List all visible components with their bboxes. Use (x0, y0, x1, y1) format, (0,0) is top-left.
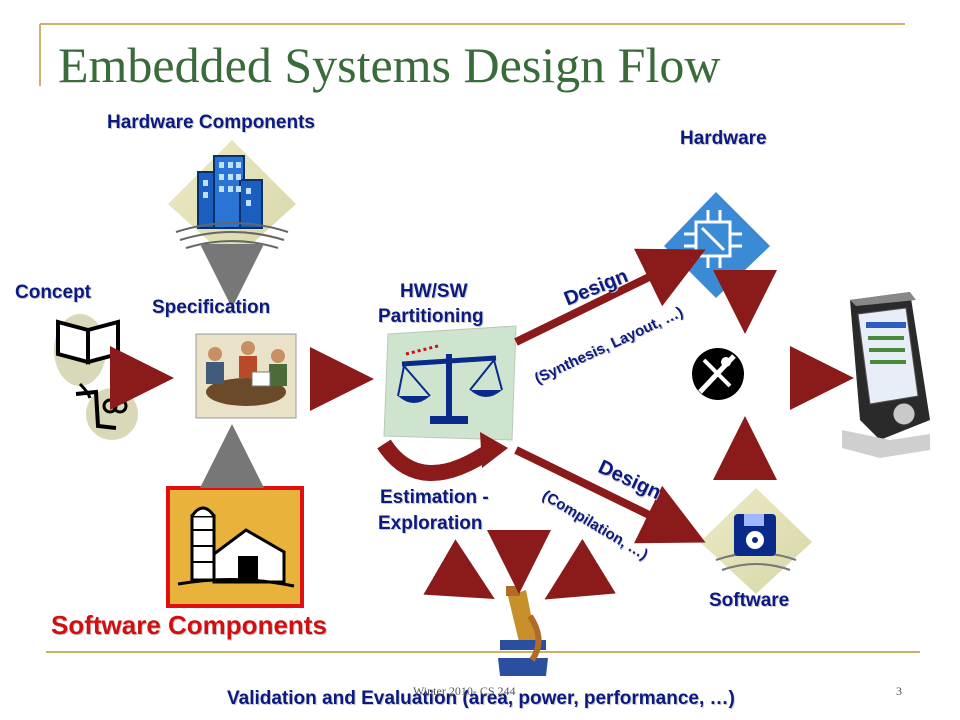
footer-course: Winter 2010- CS 244 (413, 684, 516, 698)
balance-scale-icon (383, 325, 517, 441)
hardware-components-label: Hardware Components (107, 112, 315, 133)
estimation-label-line2: Exploration (378, 513, 483, 534)
meeting-icon (195, 333, 297, 419)
barn-silo-icon (166, 486, 304, 608)
software-label: Software (709, 590, 790, 611)
slide-title: Embedded Systems Design Flow (58, 37, 721, 93)
tools-icon (692, 348, 744, 400)
estimation-loop-arrow (377, 432, 508, 481)
concept-label: Concept (15, 282, 91, 303)
software-components-label: Software Components (51, 610, 327, 640)
specification-label: Specification (152, 297, 271, 318)
estimation-label-line1: Estimation - (380, 487, 489, 508)
hwsw-label-line2: Partitioning (378, 306, 484, 327)
microscope-icon (498, 586, 548, 676)
office-building-icon (168, 140, 296, 262)
hwsw-label-line1: HW/SW (400, 281, 468, 302)
hardware-label: Hardware (680, 128, 767, 149)
validation-label: Validation and Evaluation (area, power, … (227, 688, 735, 709)
page-number: 3 (896, 684, 902, 698)
flow-arrows (110, 248, 854, 600)
pda-device-icon (842, 292, 930, 458)
floppy-disk-icon (700, 488, 812, 594)
circuit-chip-icon (664, 192, 770, 298)
